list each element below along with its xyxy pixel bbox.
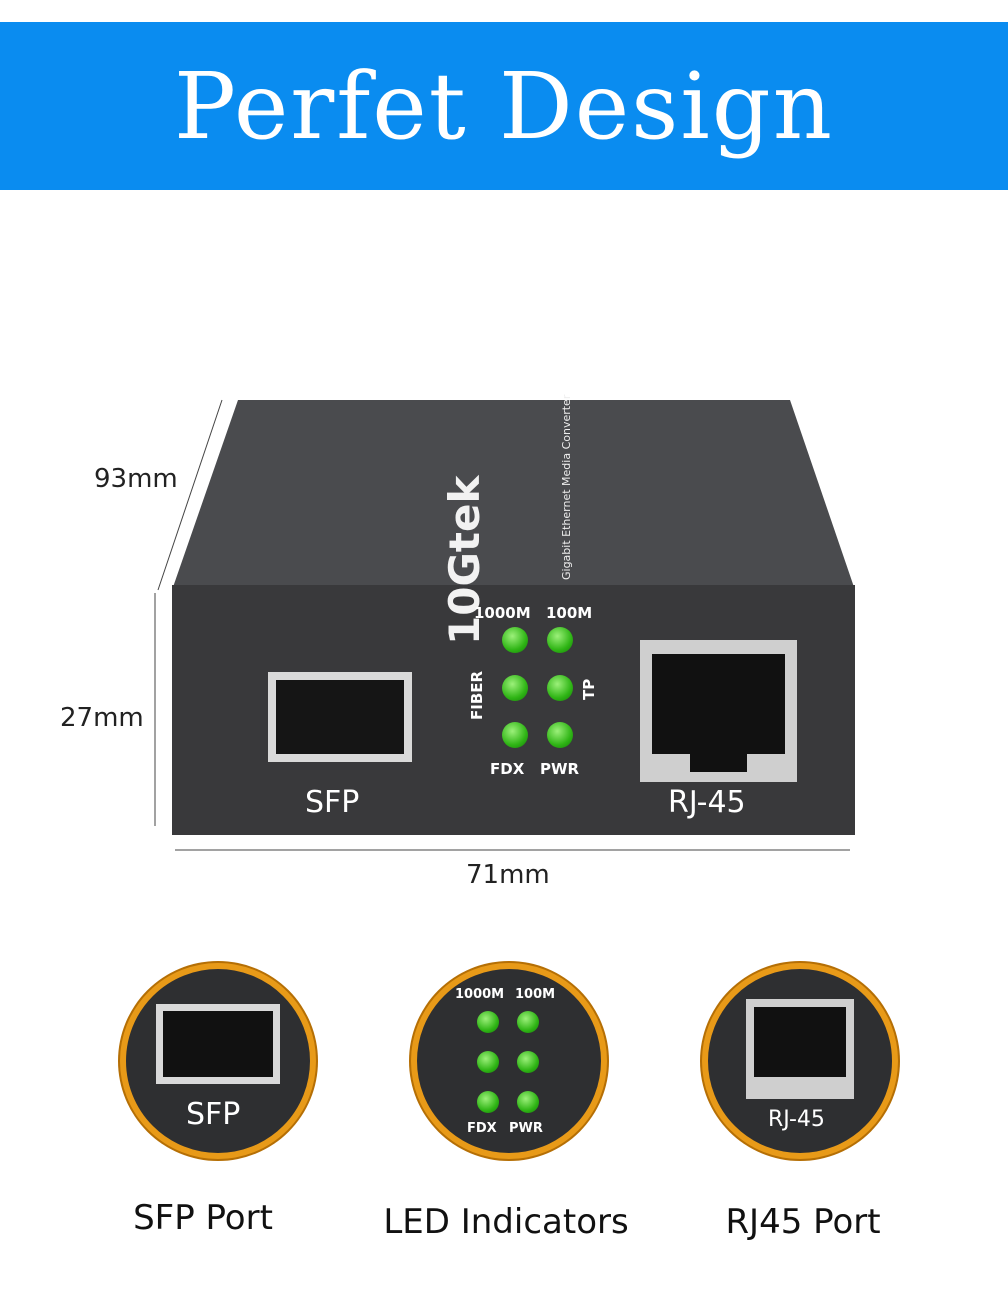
label-tp: TP [580, 678, 598, 700]
label-fiber: FIBER [468, 670, 486, 720]
depth-line [157, 399, 223, 591]
label-fdx: FDX [490, 760, 525, 778]
rj45-inset: RJ-45 [702, 963, 898, 1159]
sfp-inset: SFP [120, 963, 316, 1159]
caption-sfp-port: SFP Port [133, 1198, 273, 1238]
label-100m: 100M [546, 604, 593, 622]
led-100m [547, 627, 573, 653]
caption-led-indicators: LED Indicators [383, 1202, 629, 1242]
sfp-label: SFP [305, 785, 360, 820]
width-dimension: 71mm [466, 860, 550, 890]
caption-rj45-port: RJ45 Port [725, 1202, 881, 1242]
device-top [172, 400, 855, 590]
banner-title: Perfet Design [174, 52, 834, 160]
label-1000m: 1000M [474, 604, 531, 622]
led-pwr [547, 722, 573, 748]
device-subtitle: Gigabit Ethernet Media Converter [560, 394, 573, 580]
media-converter-image [154, 399, 855, 851]
led-1000m [502, 627, 528, 653]
label-pwr: PWR [540, 760, 580, 778]
title-banner: Perfet Design [0, 22, 1008, 190]
height-dimension: 27mm [60, 703, 144, 733]
rj45-label: RJ-45 [668, 785, 746, 820]
depth-dimension: 93mm [94, 464, 178, 494]
led-inset: 1000M 100M FDX PWR [411, 963, 607, 1159]
led-fiber [502, 675, 528, 701]
led-fdx [502, 722, 528, 748]
led-tp [547, 675, 573, 701]
